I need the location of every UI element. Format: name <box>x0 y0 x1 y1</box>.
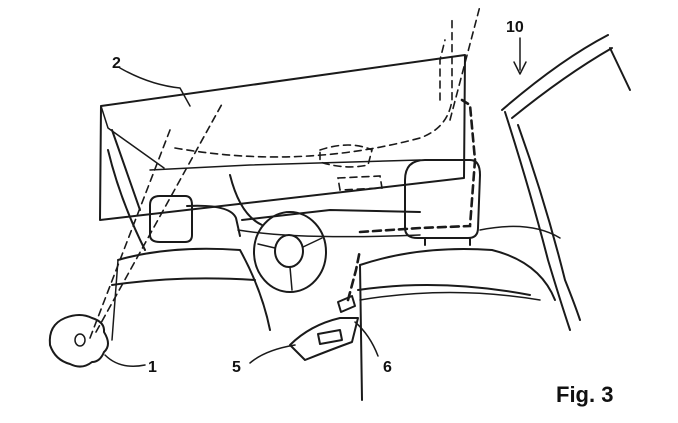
center-console <box>289 98 477 361</box>
side-door-frame <box>479 34 631 331</box>
figure-caption: Fig. 3 <box>556 382 613 407</box>
label-10: 10 <box>506 19 524 36</box>
label-1: 1 <box>148 359 157 376</box>
label-6: 6 <box>383 359 392 376</box>
label-2: 2 <box>112 55 121 72</box>
leader-lines <box>104 37 527 367</box>
label-5: 5 <box>232 359 241 376</box>
windshield-frame <box>107 129 421 251</box>
steering-wheel <box>253 211 327 293</box>
light-path-lines <box>89 5 481 339</box>
right-front-seat <box>357 159 556 401</box>
driver-head <box>48 314 109 368</box>
hud-image-plane <box>99 54 466 221</box>
left-front-seat <box>111 195 271 341</box>
